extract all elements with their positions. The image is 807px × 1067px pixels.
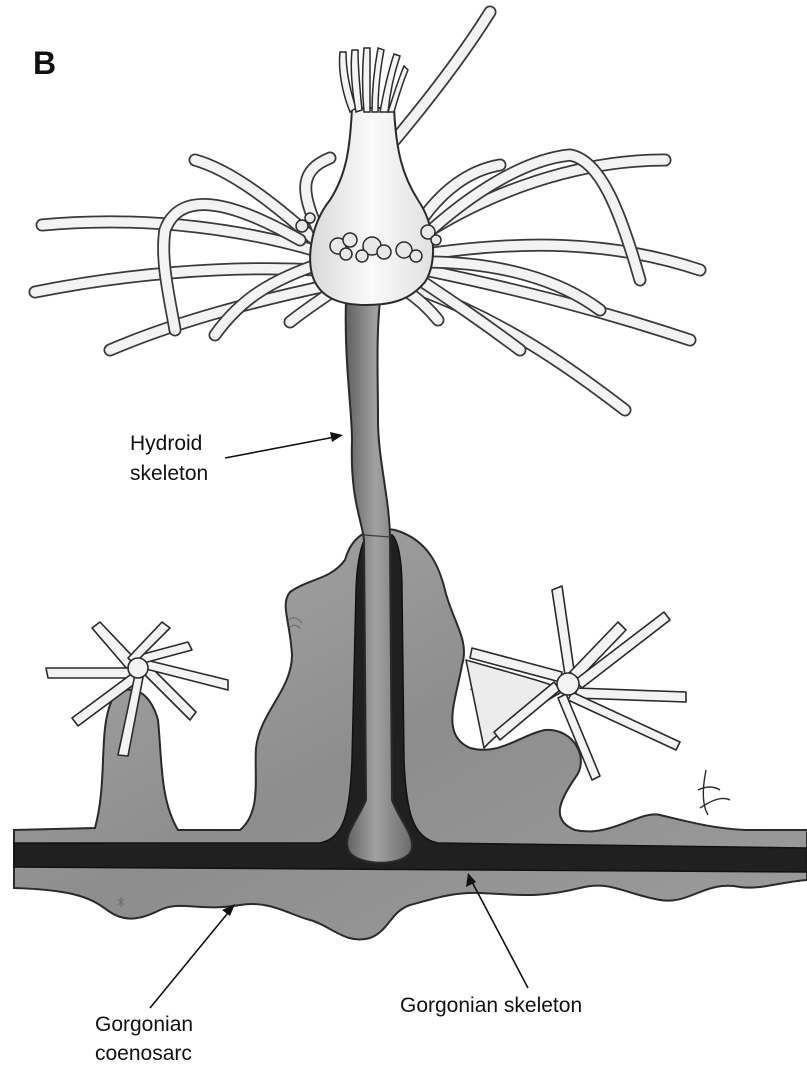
signature-mark-icon bbox=[698, 770, 730, 815]
label-hydroid-line-1: Hydroid bbox=[130, 432, 202, 455]
panel-label: B bbox=[33, 45, 56, 81]
arrowhead-hydroid-skeleton bbox=[330, 432, 343, 442]
hypostome-tuft bbox=[339, 48, 408, 112]
arrow-gorgonian-coenosarc bbox=[150, 908, 232, 1008]
label-gorgonian-coenosarc: Gorgonian coenosarc bbox=[95, 904, 235, 1065]
label-hydroid-line-2: skeleton bbox=[130, 462, 208, 485]
label-coenosarc-line-2: coenosarc bbox=[95, 1042, 192, 1065]
arrow-hydroid-skeleton bbox=[225, 436, 340, 458]
label-gorgonian-skeleton-text: Gorgonian skeleton bbox=[400, 994, 582, 1017]
label-coenosarc-line-1: Gorgonian bbox=[95, 1013, 193, 1036]
label-hydroid-skeleton: Hydroid skeleton bbox=[130, 432, 343, 485]
